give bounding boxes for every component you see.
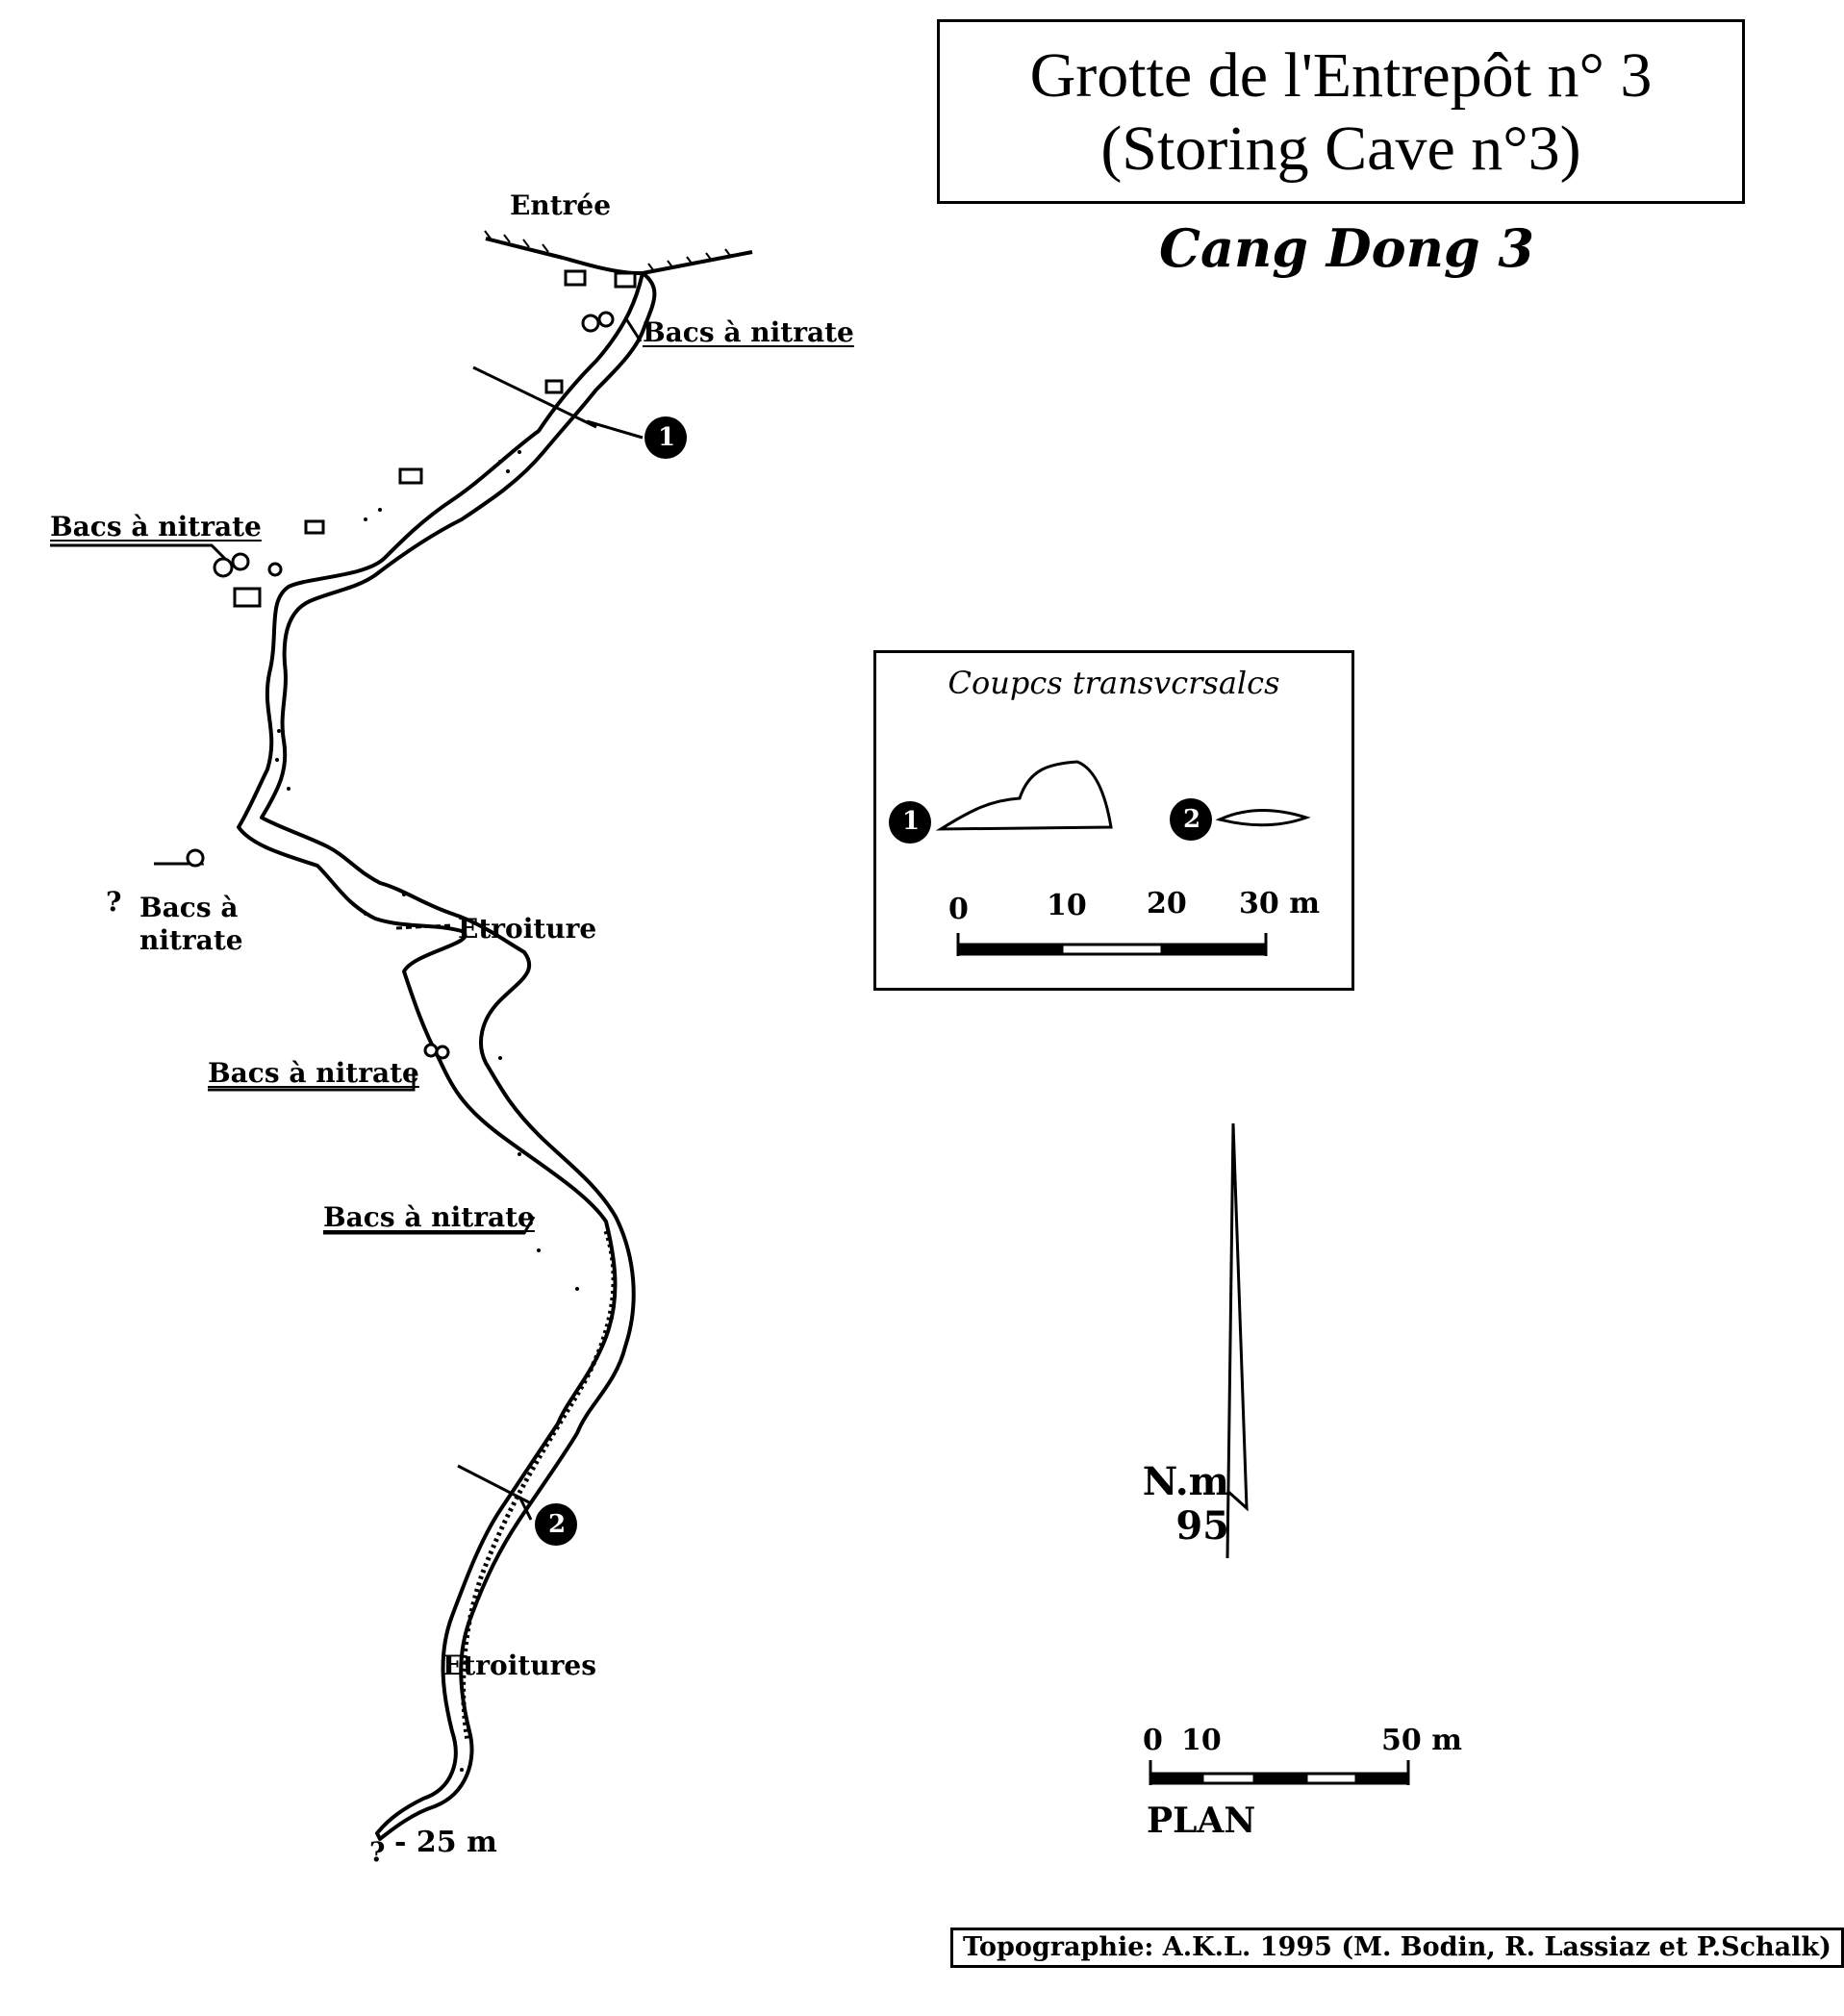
plan-label: PLAN [1147, 1801, 1256, 1841]
cave-map [50, 230, 1410, 1841]
north-label-line1: N.m [1142, 1459, 1229, 1504]
marker-1-number: 1 [658, 423, 676, 452]
north-arrow [1225, 1122, 1249, 1559]
subtitle: Cang Dong 3 [1158, 217, 1535, 279]
floor-stipple [275, 450, 579, 1772]
leader-nitrate-1 [623, 316, 643, 342]
section-line-2-leader [518, 1496, 533, 1521]
section-scale-tick-20: 20 [1147, 887, 1187, 920]
section-line-1-leader [586, 419, 644, 440]
plan-scale-tick-50: 50 m [1381, 1724, 1462, 1757]
label-unknown-1: ? [106, 886, 122, 918]
label-depth: - 25 m [394, 1826, 497, 1859]
label-unknown-2: ? [369, 1836, 386, 1868]
cross-sections-title: Coupcs transvcrsalcs [947, 665, 1280, 701]
leader-nitrate-5 [323, 1216, 536, 1235]
credits: Topographie: A.K.L. 1995 (M. Bodin, R. L… [950, 1928, 1844, 1968]
label-squeezes: Etroitures [442, 1650, 596, 1681]
section-marker-2 [535, 1503, 577, 1546]
label-nitrate-2: Bacs à nitrate [50, 511, 262, 542]
cross-section-2 [1215, 809, 1311, 827]
nitrate-vats [186, 269, 637, 1060]
section-scale-bar [956, 933, 1268, 956]
section-line-2 [457, 1464, 530, 1504]
label-nitrate-5: Bacs à nitrate [323, 1201, 535, 1233]
surface-line [485, 237, 753, 275]
label-nitrate-3-line2: nitrate [139, 924, 243, 956]
title-line-1: Grotte de l'Entrepôt n° 3 [1029, 40, 1653, 111]
lower-passage-hatching [461, 1230, 617, 1742]
plan-scale-tick-0: 0 [1143, 1724, 1163, 1757]
north-label-line2: 95 [1175, 1503, 1229, 1549]
cross-sections-box: Coupcs transvcrsalcs [873, 650, 1354, 991]
label-entrance: Entrée [510, 189, 612, 221]
plan-scale-bar [1149, 1760, 1410, 1785]
north-label: N.m 95 [1129, 1460, 1229, 1549]
cross-section-1 [935, 760, 1113, 831]
cross-section-marker-2 [1170, 798, 1212, 841]
plan-scale-tick-10: 10 [1181, 1724, 1222, 1757]
title-line-2: (Storing Cave n°3) [1100, 113, 1581, 184]
leader-nitrate-4 [208, 1070, 416, 1092]
marker-2-number: 2 [548, 1510, 567, 1539]
leader-nitrate-2 [50, 543, 228, 562]
section-scale-tick-30: 30 m [1239, 887, 1320, 920]
title-box: Grotte de l'Entrepôt n° 3 (Storing Cave … [937, 19, 1745, 204]
cross-section-number-2: 2 [1183, 805, 1201, 834]
section-scale-tick-10: 10 [1047, 889, 1087, 922]
surface-hatching [484, 230, 732, 272]
section-marker-1 [644, 416, 687, 459]
label-squeeze: Etroiture [458, 913, 597, 945]
cross-section-marker-1 [889, 801, 931, 844]
label-nitrate-4: Bacs à nitrate [208, 1057, 419, 1089]
section-scale-tick-0: 0 [948, 893, 969, 926]
section-line-1 [472, 365, 597, 429]
label-nitrate-3-line1: Bacs à [139, 892, 239, 923]
label-nitrate-1: Bacs à nitrate [643, 316, 854, 348]
cross-section-number-1: 1 [902, 807, 921, 836]
